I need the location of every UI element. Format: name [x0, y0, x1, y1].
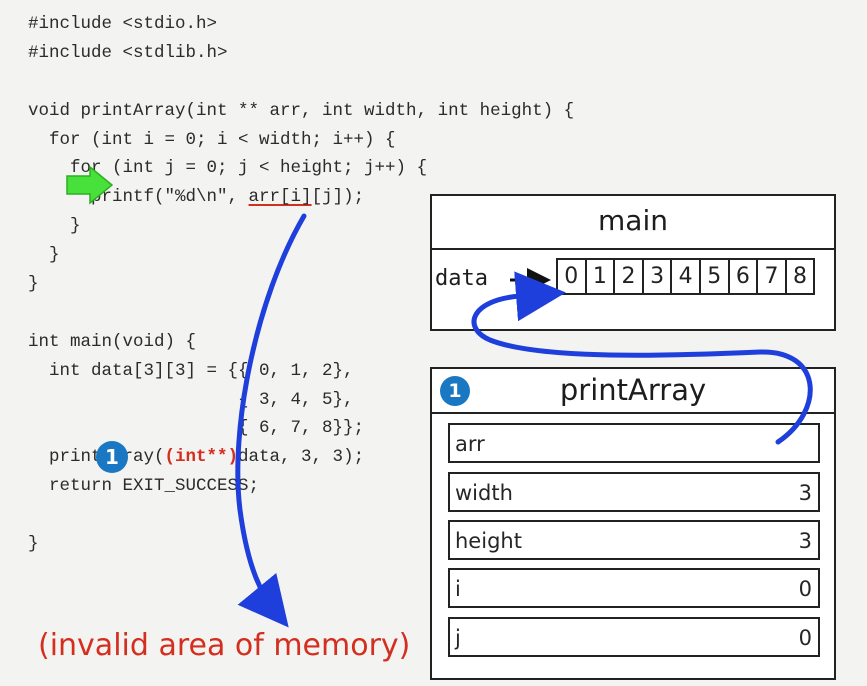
array-cell: 7: [758, 258, 787, 295]
code-line: }: [28, 245, 60, 266]
variable-name: j: [455, 626, 461, 650]
array-cell: 3: [643, 258, 673, 295]
variable-value: 3: [798, 481, 812, 505]
variable-width: width 3: [448, 472, 820, 512]
code-line: for (int j = 0; j < height; j++) {: [28, 158, 428, 179]
data-variable-label: data: [435, 266, 488, 291]
variable-name: arr: [455, 432, 485, 456]
variable-name: width: [455, 481, 513, 505]
code-line: #include <stdio.h>: [28, 14, 218, 34]
code-line-current: printf("%d\n", arr[i][j]);: [28, 183, 428, 212]
variable-i: i 0: [448, 568, 820, 608]
code-line: for (int i = 0; i < width; i++) {: [28, 129, 396, 150]
variable-height: height 3: [448, 520, 820, 560]
array-cell: 5: [700, 258, 730, 295]
printf-tail: [j]);: [311, 187, 365, 208]
array-cell: 1: [586, 258, 616, 295]
variable-value: 3: [798, 529, 812, 553]
current-line-arrow-icon: [66, 165, 114, 205]
call-site-badge: 1: [96, 441, 128, 473]
call-tail: data, 3, 3);: [238, 447, 365, 468]
code-line: { 6, 7, 8}};: [28, 418, 365, 439]
source-code: #include <stdio.h> #include <stdlib.h> v…: [28, 10, 574, 559]
variable-arr: arr: [448, 423, 820, 463]
invalid-memory-note: (invalid area of memory): [38, 628, 411, 663]
code-line: }: [28, 274, 39, 295]
array-cell: 2: [615, 258, 644, 295]
frame-divider: [432, 248, 834, 250]
variable-value: 0: [798, 626, 812, 650]
print-array-frame-title: printArray: [559, 373, 707, 407]
main-stack-frame: main data 0 1 2 3 4 5 6 7 8: [430, 194, 836, 331]
data-array: 0 1 2 3 4 5 6 7 8: [556, 258, 816, 295]
array-cell: 6: [729, 258, 759, 295]
variable-name: height: [455, 529, 522, 553]
print-array-stack-frame: 1 printArray arr width 3 height 3 i 0 j …: [430, 367, 836, 680]
variable-j: j 0: [448, 617, 820, 657]
variable-name: i: [455, 577, 461, 601]
arr-index-highlight: arr[i]: [248, 187, 312, 208]
invalid-deref-arrow-icon: [235, 213, 307, 628]
code-line: }: [28, 216, 81, 237]
code-line: int main(void) {: [28, 331, 197, 352]
array-cell: 8: [786, 258, 816, 295]
int-pointer-cast: (int**): [164, 447, 239, 468]
main-frame-title: main: [598, 204, 668, 237]
frame-badge: 1: [440, 376, 470, 406]
code-line: }: [28, 534, 39, 555]
arr-pointer-arrow-icon: [471, 271, 813, 445]
array-cell: 4: [672, 258, 701, 295]
code-line: #include <stdlib.h>: [28, 42, 228, 63]
frame-divider: [432, 412, 834, 414]
printf-head: printf("%d\n",: [28, 187, 249, 208]
code-line: return EXIT_SUCCESS;: [28, 476, 260, 497]
code-line: int data[3][3] = {{ 0, 1, 2},: [28, 360, 354, 381]
array-cell: 0: [558, 258, 587, 295]
variable-value: 0: [798, 577, 812, 601]
